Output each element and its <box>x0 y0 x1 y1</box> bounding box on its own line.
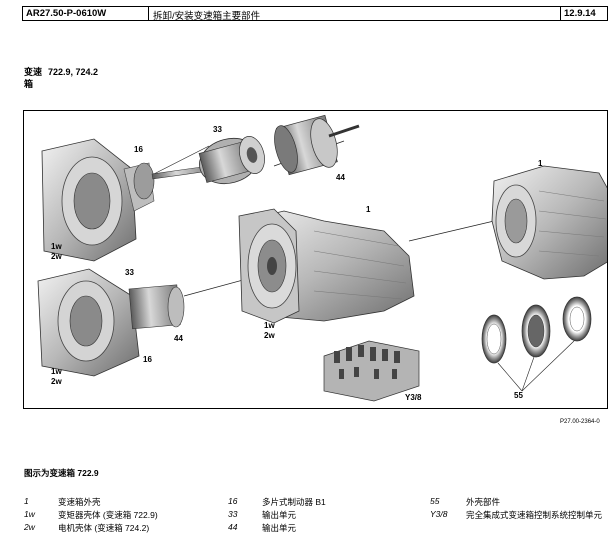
drum-44-top <box>274 114 360 176</box>
legend-text-16: 多片式制动器 B1 <box>262 497 326 507</box>
figure-caption: 图示为变速箱 722.9 <box>24 468 99 478</box>
callout-y3-8: Y3/8 <box>405 393 422 402</box>
doc-date: 12.9.14 <box>564 8 596 19</box>
callout-2w-center: 2w <box>264 331 275 340</box>
drum-33-top <box>198 136 265 185</box>
callout-16-top: 16 <box>134 145 143 154</box>
legend-key-2w: 2w <box>24 522 35 532</box>
callout-16-left: 16 <box>143 355 152 364</box>
legend-text-55: 外壳部件 <box>466 497 501 507</box>
legend-key-1w: 1w <box>24 509 35 519</box>
legend-row: 2w 电机壳体 (变速箱 724.2) 44 输出单元 <box>24 522 608 535</box>
callout-1w-center: 1w <box>264 321 275 330</box>
legend-key-1: 1 <box>24 496 29 506</box>
callout-33-left: 33 <box>125 268 134 277</box>
transmission-center <box>238 208 415 324</box>
legend-row: 1 变速箱外壳 16 多片式制动器 B1 55 外壳部件 <box>24 496 608 509</box>
legend: 1 变速箱外壳 16 多片式制动器 B1 55 外壳部件 1w 变矩器壳体 (变… <box>24 496 608 535</box>
legend-key-55: 55 <box>430 496 440 506</box>
housing-top-left <box>41 138 155 262</box>
legend-text-33: 输出单元 <box>262 510 297 520</box>
callout-1-center: 1 <box>366 205 371 214</box>
housing-bottom-left <box>37 268 185 377</box>
legend-text-y3-8: 完全集成式变速箱控制系统控制单元 <box>466 510 603 520</box>
callout-2w-left-bottom: 2w <box>51 377 62 386</box>
callout-44-left: 44 <box>174 334 183 343</box>
doc-title: 拆卸/安装变速箱主要部件 <box>149 7 561 22</box>
callout-55: 55 <box>514 391 523 400</box>
transmission-case-right <box>491 165 607 280</box>
control-unit-y38 <box>323 340 420 402</box>
legend-key-44: 44 <box>228 522 238 532</box>
callout-2w-left-top: 2w <box>51 252 62 261</box>
transmission-models: 722.9, 724.2 <box>48 67 99 77</box>
legend-text-44: 输出单元 <box>262 523 297 533</box>
section-label: 变速 722.9, 724.2 箱 <box>24 66 98 90</box>
callout-1-right: 1 <box>538 159 543 168</box>
legend-key-16: 16 <box>228 496 238 506</box>
callout-1w-left-bottom: 1w <box>51 367 62 376</box>
legend-key-33: 33 <box>228 509 238 519</box>
legend-text-1: 变速箱外壳 <box>58 497 101 507</box>
transmission-illustration <box>37 114 607 402</box>
callout-44-top: 44 <box>336 173 345 182</box>
section-label-line2: 箱 <box>24 79 34 89</box>
legend-row: 1w 变矩器壳体 (变速箱 722.9) 33 输出单元 Y3/8 完全集成式变… <box>24 509 608 522</box>
housing-parts-55 <box>481 296 592 392</box>
callout-33-top: 33 <box>213 125 222 134</box>
figure-reference: P27.00-2364-0 <box>560 419 600 425</box>
callout-1w-left-top: 1w <box>51 242 62 251</box>
document-header: AR27.50-P-0610W 拆卸/安装变速箱主要部件 12.9.14 <box>22 6 608 22</box>
doc-code: AR27.50-P-0610W <box>23 7 149 20</box>
legend-key-y3-8: Y3/8 <box>430 509 448 519</box>
section-label-line1: 变速 <box>24 67 43 77</box>
legend-text-2w: 电机壳体 (变速箱 724.2) <box>58 523 150 533</box>
exploded-view-figure: 16 33 44 1 1 1w 2w 33 44 16 1w 2w 1w 2w … <box>23 110 608 409</box>
legend-text-1w: 变矩器壳体 (变速箱 722.9) <box>58 510 158 520</box>
